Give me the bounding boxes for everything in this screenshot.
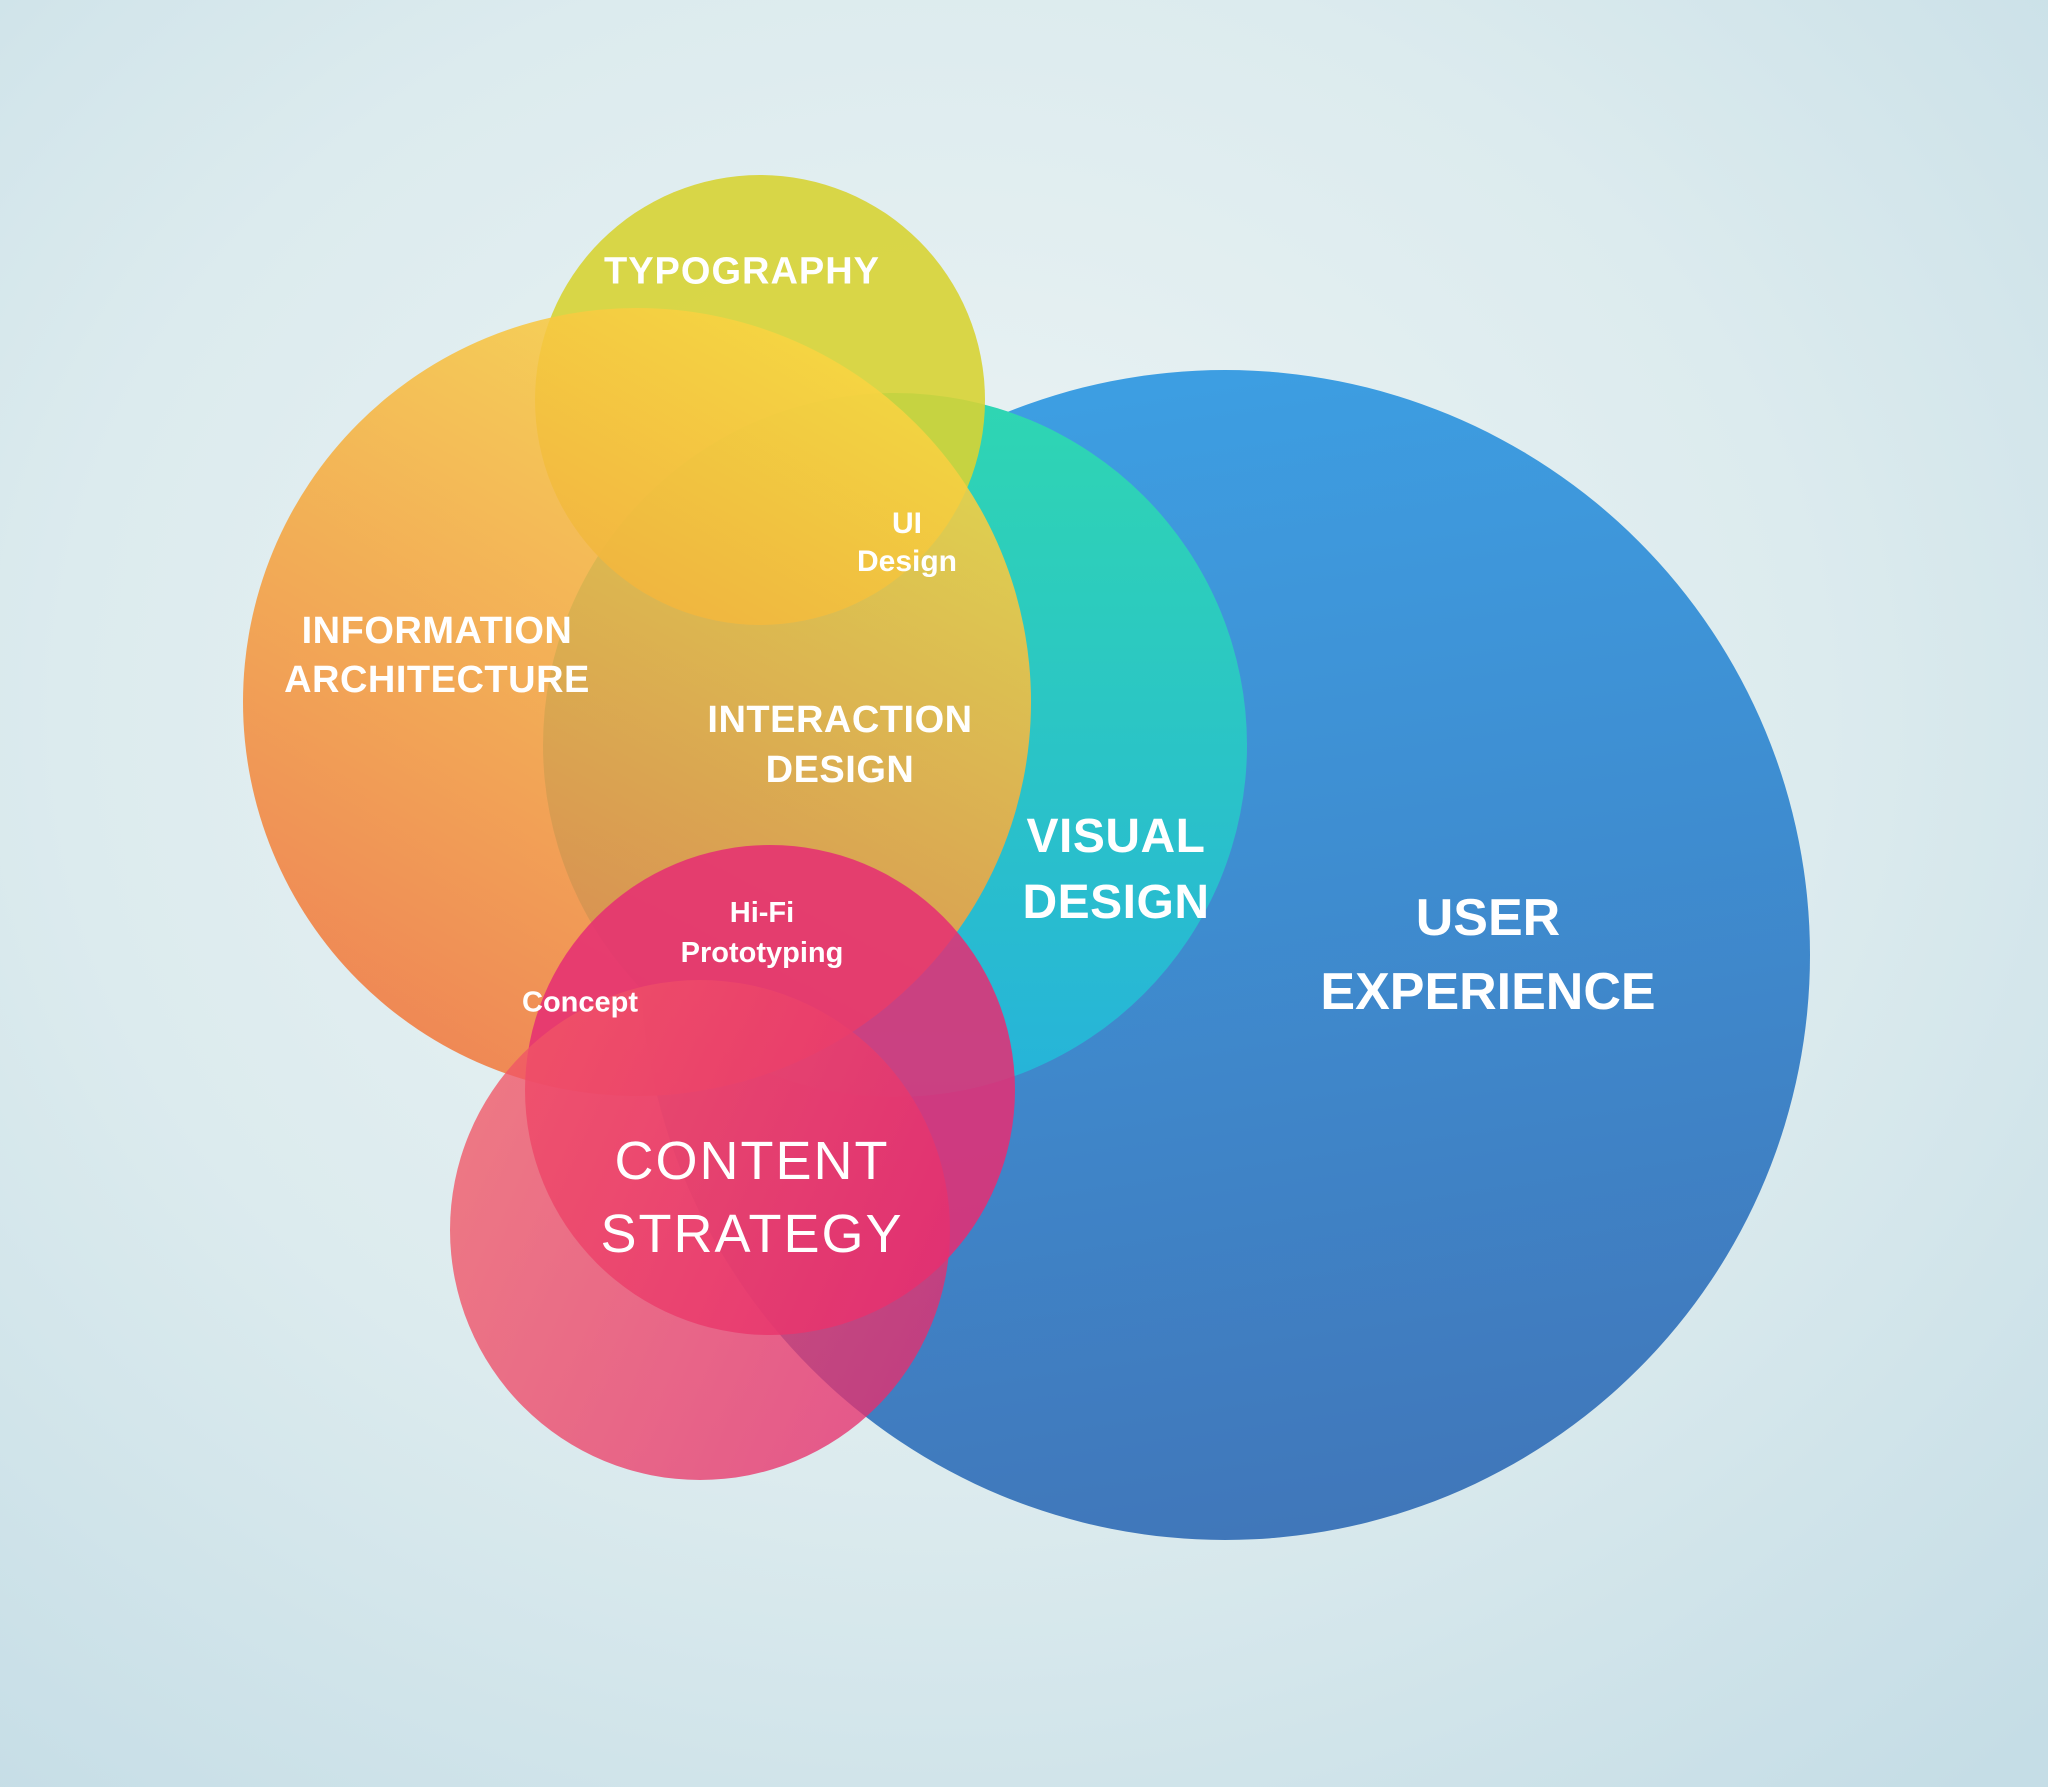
information-architecture-label: INFORMATION ARCHITECTURE — [284, 607, 590, 705]
content-strategy-circle — [450, 980, 950, 1480]
information-architecture-label-line1: INFORMATION — [301, 610, 573, 652]
ui-design-label-line2: Design — [856, 545, 958, 578]
visual-design-label-line2: DESIGN — [1022, 876, 1210, 929]
interaction-design-label: INTERACTION DESIGN — [707, 695, 972, 795]
typography-label-text: TYPOGRAPHY — [603, 250, 881, 293]
concept-label: Concept — [522, 987, 638, 1020]
content-strategy-label: CONTENT STRATEGY — [600, 1125, 903, 1271]
hifi-prototyping-label-line2: Prototyping — [680, 937, 844, 969]
visual-design-label: VISUAL DESIGN — [1022, 804, 1209, 936]
visual-design-label-line1: VISUAL — [1026, 810, 1206, 863]
content-strategy-label-line2: STRATEGY — [600, 1204, 904, 1264]
concept-label-text: Concept — [522, 986, 638, 1019]
typography-label: TYPOGRAPHY — [604, 251, 880, 294]
information-architecture-label-line2: ARCHITECTURE — [284, 659, 590, 701]
hifi-prototyping-label: Hi-Fi Prototyping — [681, 893, 844, 973]
content-strategy-label-line1: CONTENT — [614, 1131, 890, 1191]
ui-design-label-line1: UI — [892, 507, 922, 540]
user-experience-label-line2: EXPERIENCE — [1320, 963, 1656, 1021]
hifi-prototyping-label-line1: Hi-Fi — [729, 897, 795, 929]
user-experience-label: USER EXPERIENCE — [1320, 881, 1655, 1029]
interaction-design-label-line2: DESIGN — [765, 749, 915, 791]
interaction-design-label-line1: INTERACTION — [707, 699, 973, 741]
user-experience-label-line1: USER — [1415, 889, 1561, 947]
ui-design-label: UI Design — [857, 505, 957, 581]
